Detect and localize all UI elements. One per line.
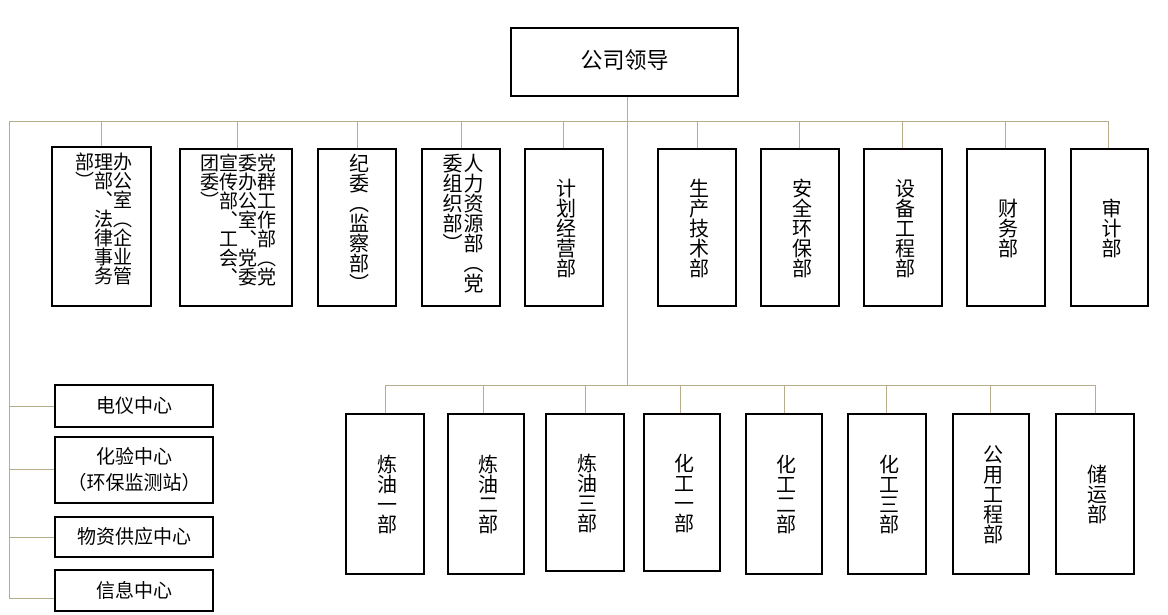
dept-label: 设备工程部 xyxy=(891,177,916,278)
dept-box-audit: 审计部 xyxy=(1070,148,1149,307)
connector-left-trunk xyxy=(9,121,10,599)
dept-label: 人力资源部（党委组织部） xyxy=(439,152,484,293)
connector-branch xyxy=(9,469,54,470)
unit-label: 储运部 xyxy=(1083,464,1108,524)
dept-box-finance: 财务部 xyxy=(966,148,1046,307)
unit-box-chem-2: 化工二部 xyxy=(745,413,823,575)
connector-drop xyxy=(697,121,698,148)
connector-drop xyxy=(990,385,991,414)
center-box-lab: 化验中心 （环保监测站） xyxy=(54,436,214,504)
center-label: 物资供应中心 xyxy=(76,526,191,548)
connector-branch xyxy=(9,598,54,599)
connector-branch xyxy=(9,537,54,538)
connector-unit-bus xyxy=(385,385,1095,386)
unit-label: 炼油二部 xyxy=(474,454,499,534)
connector-drop xyxy=(385,385,386,414)
dept-box-office: 办公室（企业管理部、法律事务部） xyxy=(51,146,152,307)
dept-box-safety: 安全环保部 xyxy=(760,148,840,307)
connector-drop xyxy=(1005,121,1006,148)
connector-drop xyxy=(886,385,887,414)
unit-box-refinery-1: 炼油一部 xyxy=(345,413,425,575)
connector-drop xyxy=(902,121,903,148)
connector-drop xyxy=(585,385,586,414)
center-box-info: 信息中心 xyxy=(54,569,214,612)
connector-drop xyxy=(483,385,484,414)
connector-branch xyxy=(9,406,54,407)
center-label: 电仪中心 xyxy=(95,395,172,417)
unit-box-refinery-2: 炼油二部 xyxy=(447,413,525,575)
unit-label: 化工二部 xyxy=(772,454,797,534)
connector-root-trunk xyxy=(627,97,628,385)
root-label: 公司领导 xyxy=(580,49,669,74)
connector-drop xyxy=(563,121,564,148)
dept-label: 生产技术部 xyxy=(685,177,710,278)
dept-box-hr: 人力资源部（党委组织部） xyxy=(421,148,501,307)
center-box-electrical: 电仪中心 xyxy=(54,384,214,428)
connector-drop xyxy=(784,385,785,414)
dept-label: 纪委（监察部） xyxy=(345,152,370,293)
unit-box-chem-3: 化工三部 xyxy=(847,413,927,575)
root-node: 公司领导 xyxy=(510,27,739,97)
center-box-supply: 物资供应中心 xyxy=(54,516,214,558)
connector-drop xyxy=(461,121,462,148)
connector-drop xyxy=(237,121,238,148)
dept-label: 审计部 xyxy=(1098,197,1122,258)
dept-label: 财务部 xyxy=(994,197,1019,258)
unit-label: 炼油三部 xyxy=(573,452,598,533)
dept-box-discipline: 纪委（监察部） xyxy=(317,148,397,307)
dept-box-party-work: 党群工作部（党委办公室、党委宣传部、工会、团委） xyxy=(179,148,293,307)
dept-box-planning: 计划经营部 xyxy=(524,148,604,307)
unit-box-storage: 储运部 xyxy=(1055,413,1135,575)
dept-label: 办公室（企业管理部、法律事务部） xyxy=(72,151,132,285)
connector-drop xyxy=(799,121,800,148)
unit-label: 炼油一部 xyxy=(373,454,398,534)
dept-label: 党群工作部（党委办公室、党委宣传部、工会、团委） xyxy=(197,152,276,286)
connector-dept-bus xyxy=(9,121,1109,122)
dept-box-production: 生产技术部 xyxy=(657,148,737,307)
unit-box-refinery-3: 炼油三部 xyxy=(545,413,625,572)
center-label: 信息中心 xyxy=(95,579,172,602)
connector-drop xyxy=(1108,121,1109,148)
dept-label: 安全环保部 xyxy=(788,177,813,278)
dept-label: 计划经营部 xyxy=(552,177,577,278)
unit-box-chem-1: 化工一部 xyxy=(643,413,721,572)
connector-drop xyxy=(1095,385,1096,414)
dept-box-equipment: 设备工程部 xyxy=(863,148,943,307)
center-label: 化验中心 （环保监测站） xyxy=(67,446,201,494)
connector-drop xyxy=(680,385,681,414)
connector-drop xyxy=(357,121,358,148)
connector-drop xyxy=(101,121,102,148)
unit-label: 化工三部 xyxy=(875,454,900,534)
unit-box-utilities: 公用工程部 xyxy=(952,413,1030,575)
unit-label: 公用工程部 xyxy=(979,444,1004,544)
unit-label: 化工一部 xyxy=(670,452,695,533)
